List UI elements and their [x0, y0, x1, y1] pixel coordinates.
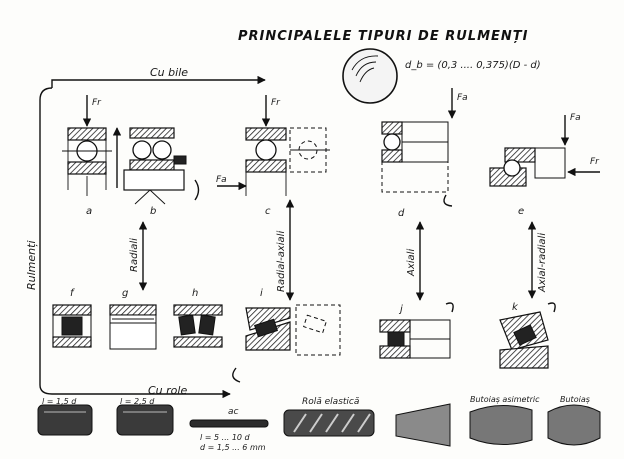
roller-short-label: l = 1,5 d — [42, 397, 77, 406]
barrel-label: Butoiaș — [560, 395, 590, 404]
ball-illustration — [342, 48, 398, 104]
label-k: k — [512, 302, 519, 313]
group-rulmenti-label: Rulmenți — [25, 241, 38, 291]
group-rollers-label: Cu role — [148, 384, 187, 397]
force-fr-c: Fr — [271, 98, 281, 108]
roller-cylinder-short — [37, 404, 93, 436]
roller-elastic — [283, 409, 375, 437]
label-h: h — [192, 288, 198, 299]
label-f: f — [70, 288, 75, 299]
label-c: c — [265, 206, 271, 217]
label-d: d — [398, 208, 405, 219]
bearing-j — [379, 302, 454, 359]
label-e: e — [518, 206, 524, 217]
classification-bracket — [39, 75, 266, 399]
group-radial-label: Radiali — [129, 238, 140, 272]
force-fr-e: Fr — [590, 157, 600, 167]
label-i: i — [260, 288, 263, 299]
bearing-b — [112, 127, 200, 205]
label-a: a — [86, 206, 92, 217]
bearing-e — [489, 115, 600, 187]
bearing-k — [499, 302, 556, 369]
roller-barrel-asymmetric — [469, 404, 533, 446]
roller-conical — [395, 403, 451, 447]
label-j: j — [398, 304, 403, 315]
bearing-i — [232, 304, 341, 383]
roller-barrel — [547, 404, 601, 446]
elastic-label: Rolă elastică — [302, 397, 360, 407]
roller-cylinder-long — [116, 404, 174, 436]
ball-diameter-formula: d_b = (0,3 .... 0,375)(D - d) — [405, 60, 541, 71]
group-balls-label: Cu bile — [150, 66, 188, 79]
bearing-h — [173, 304, 223, 348]
group-axial-radial-label: Axial-radiali — [537, 233, 548, 293]
force-fa-e: Fa — [570, 113, 581, 123]
group-axial-label: Axiali — [406, 249, 417, 277]
label-g: g — [122, 288, 128, 299]
needle-length: l = 5 ... 10 d — [200, 433, 251, 442]
bearing-g — [109, 304, 157, 350]
group-radial-axial-label: Radial-axiali — [276, 231, 287, 292]
force-fa-c: Fa — [216, 175, 227, 185]
bearing-c — [217, 95, 330, 196]
force-fr-a: Fr — [92, 98, 102, 108]
needle-label: ac — [228, 407, 239, 417]
bearing-d — [381, 88, 457, 207]
bearing-a — [62, 95, 112, 196]
force-fa-d: Fa — [457, 93, 468, 103]
label-b: b — [150, 206, 156, 217]
bearing-f — [52, 304, 92, 348]
page-title: PRINCIPALELE TIPURI DE RULMENȚI — [238, 29, 529, 44]
roller-needle — [189, 419, 269, 428]
barrel-asym-label: Butoiaș asimetric — [470, 395, 540, 404]
roller-long-label: l = 2,5 d — [120, 397, 155, 406]
needle-diameter: d = 1,5 ... 6 mm — [200, 443, 266, 452]
